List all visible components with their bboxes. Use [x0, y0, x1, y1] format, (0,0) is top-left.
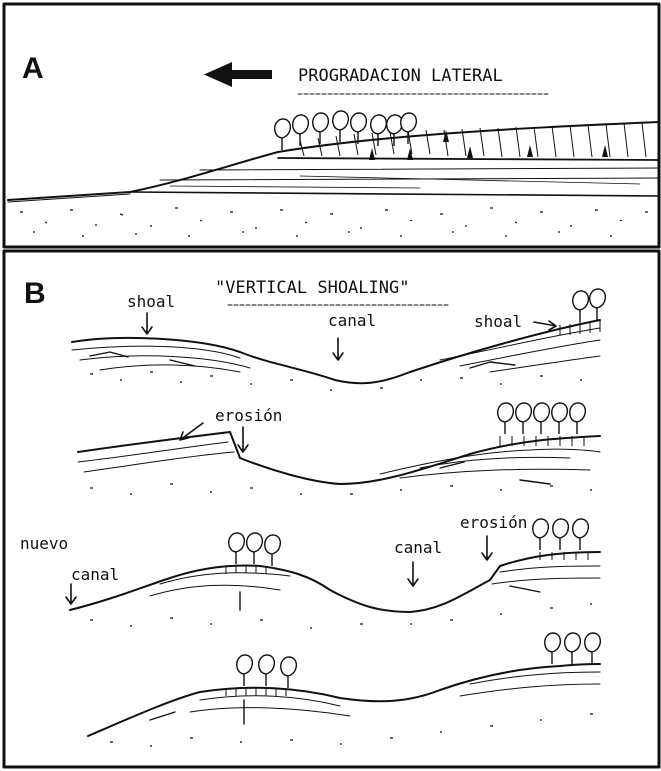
stage-2-erosion-arrow: [238, 427, 248, 452]
stage-3-nuevo: nuevo: [20, 534, 68, 553]
panel-a: A PROGRADACION LATERAL: [4, 4, 659, 247]
panel-b: B "VERTICAL SHOALING" shoal canal sho: [4, 251, 659, 767]
stage-3-erosion: erosión: [460, 513, 527, 532]
stage-3-nuevo-canal: canal: [71, 565, 119, 584]
panel-b-title: "VERTICAL SHOALING": [215, 278, 409, 298]
panel-a-letter: A: [22, 52, 44, 85]
stage-2-erosion: erosión: [215, 406, 282, 425]
stage-3-erosion-arrow: [482, 536, 492, 560]
stage-1-shoal-right: shoal: [474, 312, 522, 331]
stage-2-profile: [78, 403, 600, 494]
stage-3-nuevo-canal-arrow: [66, 584, 76, 604]
stage-3-canal-arrow: [408, 562, 418, 586]
panel-a-frame: [4, 4, 659, 247]
stage-1-shoal-left: shoal: [127, 292, 175, 311]
panel-a-trees: [275, 111, 417, 150]
stage-4-profile: [88, 633, 600, 746]
panel-b-letter: B: [24, 277, 46, 310]
stage-1-shoal-right-arrow: [534, 321, 556, 330]
stage-1-canal: canal: [328, 311, 376, 330]
stage-1-shoal-left-arrow: [142, 313, 152, 334]
stage-1-canal-arrow: [333, 338, 343, 360]
stage-3-profile: [70, 519, 600, 628]
progradation-arrow: [204, 62, 272, 87]
stage-3-canal: canal: [394, 538, 442, 557]
panel-a-title: PROGRADACION LATERAL: [298, 66, 503, 86]
panel-a-sediment: [8, 122, 659, 236]
